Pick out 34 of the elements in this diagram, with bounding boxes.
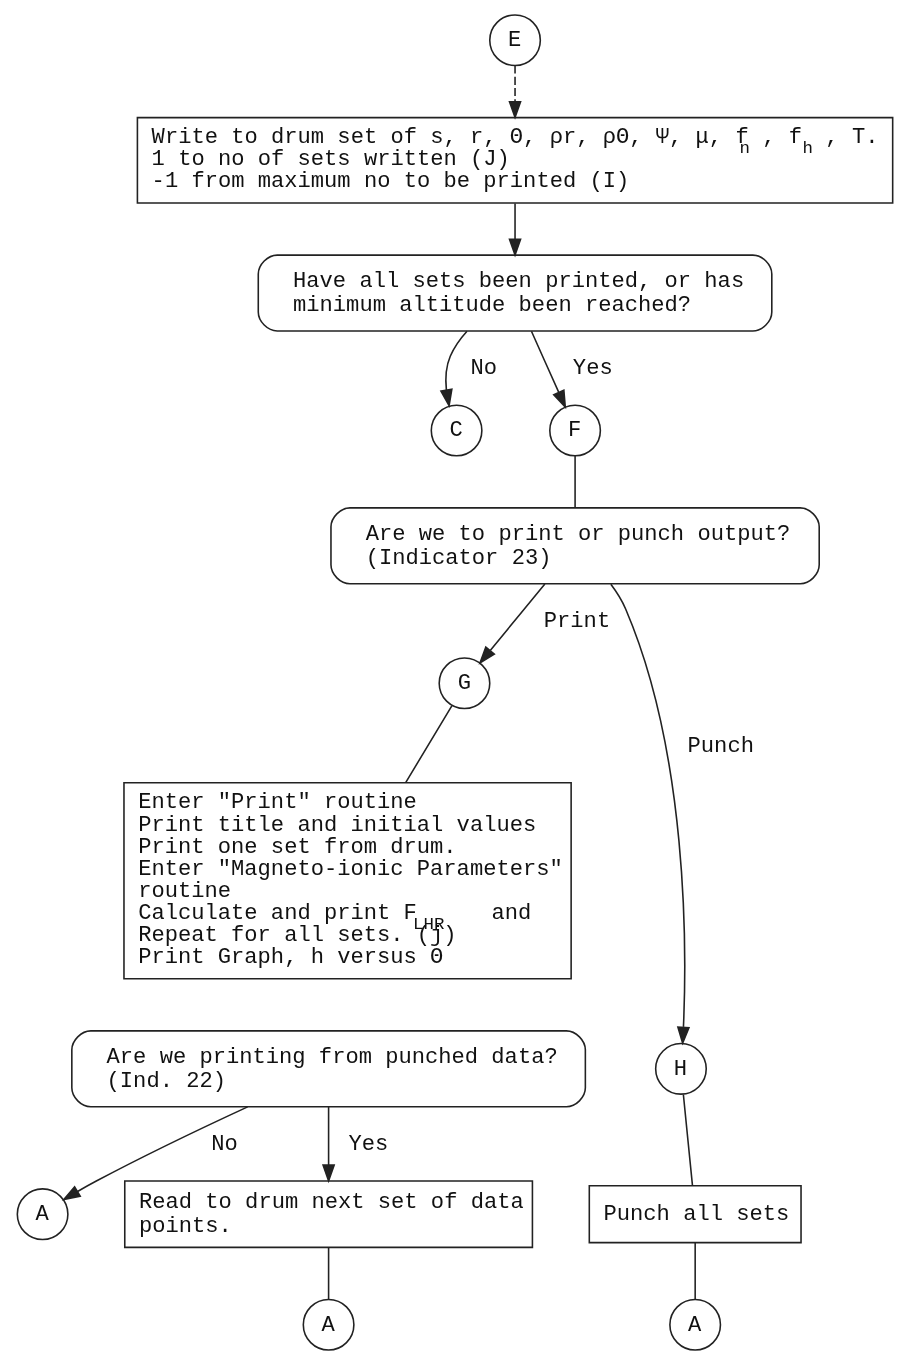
connector <box>573 455 576 509</box>
arrow <box>61 1106 248 1201</box>
node-box: Punch all sets <box>588 1184 802 1244</box>
node-circle: H <box>654 1042 707 1095</box>
edge-label: Punch <box>687 733 754 759</box>
node-circle: C <box>430 404 483 457</box>
arrow <box>439 330 468 409</box>
connector <box>682 1093 693 1187</box>
connector <box>327 1246 329 1301</box>
node-circle: F <box>548 404 601 457</box>
node-box: Read to drum next set of data points. <box>123 1180 533 1249</box>
edge-label: Print <box>543 608 610 634</box>
node-box: Are we to print or punch output? (Indicator 23) <box>329 507 820 585</box>
node-circle: A <box>302 1298 355 1351</box>
arrow <box>507 202 522 258</box>
edge-label: Yes <box>348 1131 388 1157</box>
arrow <box>478 583 546 665</box>
edge-label: No <box>210 1131 238 1157</box>
node-box: Enter "Print" routine Print title and initial values Print one set from drum. Enter "Magneto-ionic Parameters" routine Calculate and print F$_{LHR}$ and Repeat for all sets. (j) Print Graph, h versus Θ <box>122 782 572 980</box>
node-circle: A <box>16 1188 69 1241</box>
arrow <box>609 583 690 1046</box>
connector <box>404 704 453 784</box>
node-box: Write to drum set of s, r, Θ, ρr, ρΘ, Ψ, μ, f$_{n}$, f$_{h}$, T. 1 to no of sets written (J) -1 from maximum no to be printed (I) <box>136 116 893 204</box>
arrow <box>530 330 566 410</box>
node-circle: G <box>437 657 491 710</box>
connector <box>693 1242 696 1301</box>
edge-label: Yes <box>572 355 613 381</box>
arrow <box>321 1106 335 1184</box>
arrow <box>507 65 522 120</box>
node-circle: E <box>488 14 541 67</box>
node-circle: A <box>668 1298 721 1351</box>
node-box: Have all sets been printed, or has minimum altitude been reached? <box>257 254 773 332</box>
node-box: Are we printing from punched data? (Ind. 22) <box>70 1030 586 1108</box>
edge-label: No <box>469 355 497 381</box>
